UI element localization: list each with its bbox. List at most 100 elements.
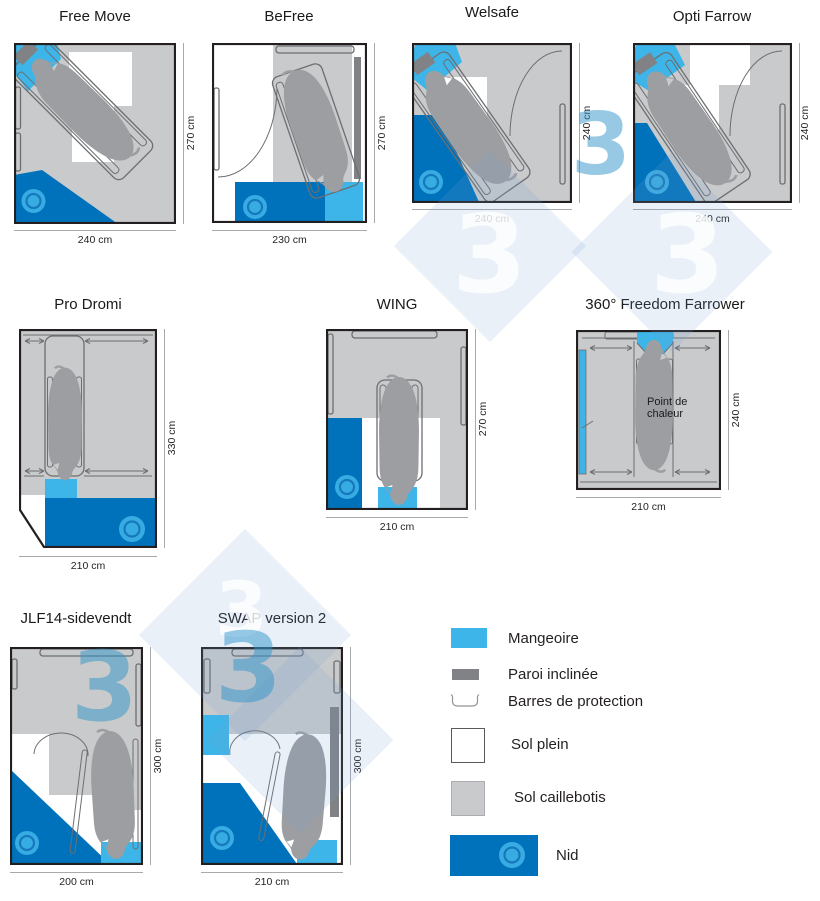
inclined-wall bbox=[330, 707, 339, 817]
protection-bars bbox=[412, 51, 531, 203]
gate-swing-arc bbox=[33, 732, 89, 757]
wall-rail bbox=[275, 45, 355, 54]
pen-outline bbox=[10, 647, 143, 865]
heat-lamp-ring bbox=[648, 173, 666, 191]
pen-title-free-move: Free Move bbox=[59, 8, 131, 25]
pen-title-pro-dromi: Pro Dromi bbox=[54, 296, 122, 313]
dim-line bbox=[412, 209, 572, 210]
heat-lamp-icon bbox=[15, 831, 39, 855]
dim-label: 300 cm bbox=[352, 738, 364, 774]
legend-swatch-mangeoire bbox=[451, 628, 487, 648]
dim-line bbox=[212, 230, 367, 231]
heat-lamp-ring bbox=[503, 846, 521, 864]
pen-welsafe bbox=[412, 43, 572, 203]
solid-floor bbox=[690, 44, 750, 85]
gate-rail bbox=[779, 103, 786, 185]
dim-line bbox=[150, 647, 151, 865]
pen-opti-farrow bbox=[633, 43, 792, 203]
feeder-trough bbox=[637, 331, 673, 343]
heat-lamp-icon bbox=[419, 170, 443, 194]
pen-outline bbox=[633, 43, 792, 203]
gate-rail bbox=[559, 103, 566, 185]
dim-line bbox=[728, 330, 729, 490]
gate-swing-arc bbox=[217, 87, 278, 178]
dim-label: 240 cm bbox=[77, 234, 113, 246]
solid-floor bbox=[20, 495, 45, 547]
pen-outline bbox=[412, 43, 572, 203]
pen-outline bbox=[19, 329, 157, 548]
dim-line bbox=[576, 497, 721, 498]
heat-point-annotation: Point de chaleur bbox=[647, 396, 688, 421]
pen-freedom-farrower: Point de chaleur bbox=[576, 330, 721, 490]
pen-title-wing: WING bbox=[376, 296, 418, 313]
wall-rail bbox=[203, 658, 211, 694]
sow-silhouette bbox=[46, 365, 84, 482]
dim-label: 240 cm bbox=[695, 213, 730, 225]
dim-label: 230 cm bbox=[272, 234, 307, 246]
dim-label: 210 cm bbox=[631, 501, 666, 513]
dim-line bbox=[799, 43, 800, 203]
dim-line bbox=[10, 872, 143, 873]
inclined-wall bbox=[633, 52, 658, 76]
pen-befree bbox=[212, 43, 367, 223]
feeder bbox=[45, 479, 77, 498]
pen-pro-dromi bbox=[19, 329, 157, 548]
heat-lamp-icon bbox=[645, 170, 669, 194]
legend-label-paroi: Paroi inclinée bbox=[508, 666, 599, 683]
inclined-wall bbox=[354, 57, 361, 179]
dim-line bbox=[164, 329, 165, 548]
dim-line bbox=[374, 43, 375, 223]
dim-line bbox=[633, 209, 792, 210]
dim-label: 240 cm bbox=[581, 105, 593, 141]
pen-title-befree: BeFree bbox=[264, 8, 314, 25]
dim-label: 240 cm bbox=[730, 392, 742, 428]
legend-swatch-barres bbox=[450, 694, 480, 707]
dim-line bbox=[350, 647, 351, 865]
dim-line bbox=[475, 329, 476, 510]
dim-label: 210 cm bbox=[254, 876, 290, 888]
heat-lamp-icon bbox=[335, 475, 359, 499]
dim-line bbox=[579, 43, 580, 203]
gate-swing-arc bbox=[509, 50, 563, 137]
pen-outline bbox=[201, 647, 343, 865]
legend-label-nid: Nid bbox=[556, 847, 579, 864]
dim-label: 210 cm bbox=[70, 560, 106, 572]
inclined-wall bbox=[412, 51, 436, 76]
heat-lamp-ring bbox=[422, 173, 440, 191]
heat-lamp-ring bbox=[213, 829, 231, 847]
dim-line bbox=[326, 517, 468, 518]
sow-silhouette bbox=[377, 374, 421, 507]
gate-swing-arc bbox=[229, 730, 281, 756]
pen-outline bbox=[326, 329, 468, 510]
pen-swap2 bbox=[201, 647, 343, 865]
legend-label-sol-plein: Sol plein bbox=[511, 736, 569, 753]
legend-label-barres: Barres de protection bbox=[508, 693, 644, 710]
pen-title-jlf14: JLF14-sidevendt bbox=[20, 610, 132, 627]
dim-label: 240 cm bbox=[474, 213, 510, 225]
dim-line bbox=[19, 556, 157, 557]
heat-lamp-icon bbox=[243, 195, 267, 219]
width-arrow bbox=[589, 469, 711, 475]
dim-label: 240 cm bbox=[799, 105, 811, 141]
pen-free-move bbox=[14, 43, 176, 224]
wall-rail bbox=[333, 660, 341, 694]
legend-swatch-nid bbox=[450, 835, 538, 876]
dim-line bbox=[183, 43, 184, 224]
heat-lamp-ring bbox=[246, 198, 264, 216]
legend-swatch-caillebotis bbox=[451, 781, 485, 816]
width-arrow bbox=[24, 468, 149, 474]
legend-label-caillebotis: Sol caillebotis bbox=[514, 789, 606, 806]
pen-title-freedom-farrower: 360° Freedom Farrower bbox=[585, 296, 745, 313]
dim-label: 210 cm bbox=[379, 521, 415, 533]
legend-swatch-paroi bbox=[452, 669, 479, 680]
dim-line bbox=[14, 230, 176, 231]
legend-label-mangeoire: Mangeoire bbox=[508, 630, 579, 647]
feeder bbox=[202, 715, 229, 755]
width-arrow bbox=[24, 338, 149, 344]
pen-jlf14 bbox=[10, 647, 143, 865]
feeder bbox=[578, 349, 587, 475]
pen-outline bbox=[212, 43, 367, 223]
heat-lamp-ring bbox=[123, 520, 141, 538]
heat-lamp-ring bbox=[25, 192, 42, 210]
